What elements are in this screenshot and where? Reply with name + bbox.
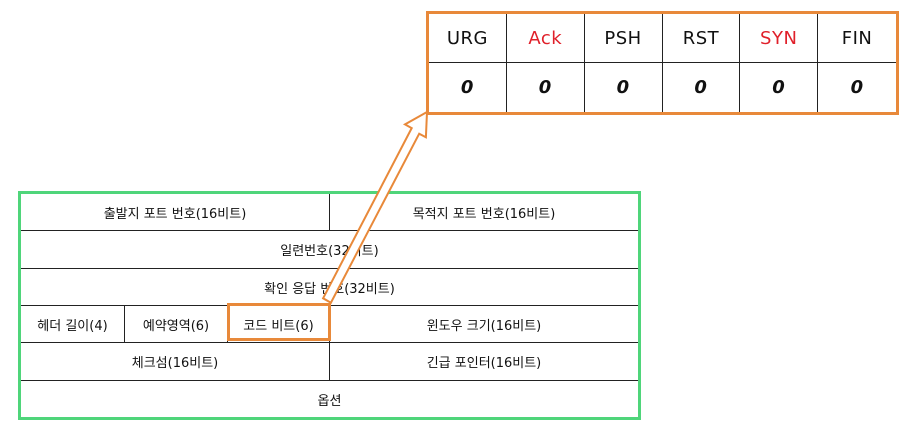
flag-header-fin: FIN — [818, 14, 896, 63]
flag-header-psh: PSH — [584, 14, 663, 63]
flag-header-urg: URG — [429, 14, 507, 63]
row-checksum: 체크섬(16비트) 긴급 포인터(16비트) — [21, 343, 638, 381]
tcp-flags-table: URG Ack PSH RST SYN FIN 0 0 0 0 0 0 — [426, 11, 899, 115]
field-urgent-pointer: 긴급 포인터(16비트) — [426, 356, 542, 371]
flag-value-urg: 0 — [429, 63, 507, 112]
row-options: 옵션 — [21, 381, 638, 417]
field-checksum: 체크섬(16비트) — [21, 343, 330, 380]
flag-header-syn: SYN — [740, 14, 819, 63]
row-ports: 출발지 포트 번호(16비트) 목적지 포트 번호(16비트) — [21, 194, 638, 231]
field-window-size: 윈도우 크기(16비트) — [426, 318, 542, 334]
flag-value-rst: 0 — [663, 63, 741, 112]
code-bits-highlight — [227, 303, 331, 341]
field-dest-port: 목적지 포트 번호(16비트) — [412, 206, 556, 222]
field-header-length: 헤더 길이(4) — [21, 306, 125, 342]
flag-header-rst: RST — [662, 14, 741, 63]
flag-value-fin: 0 — [850, 77, 864, 98]
row-control: 헤더 길이(4) 예약영역(6) 코드 비트(6) 윈도우 크기(16비트) — [21, 306, 638, 343]
flag-value-ack: 0 — [507, 63, 585, 112]
flag-header-ack: Ack — [506, 14, 585, 63]
field-source-port: 출발지 포트 번호(16비트) — [21, 194, 330, 230]
flag-value-psh: 0 — [585, 63, 663, 112]
flag-value-syn: 0 — [740, 63, 819, 112]
arrow-shape — [321, 110, 429, 305]
field-options: 옵션 — [317, 393, 342, 409]
